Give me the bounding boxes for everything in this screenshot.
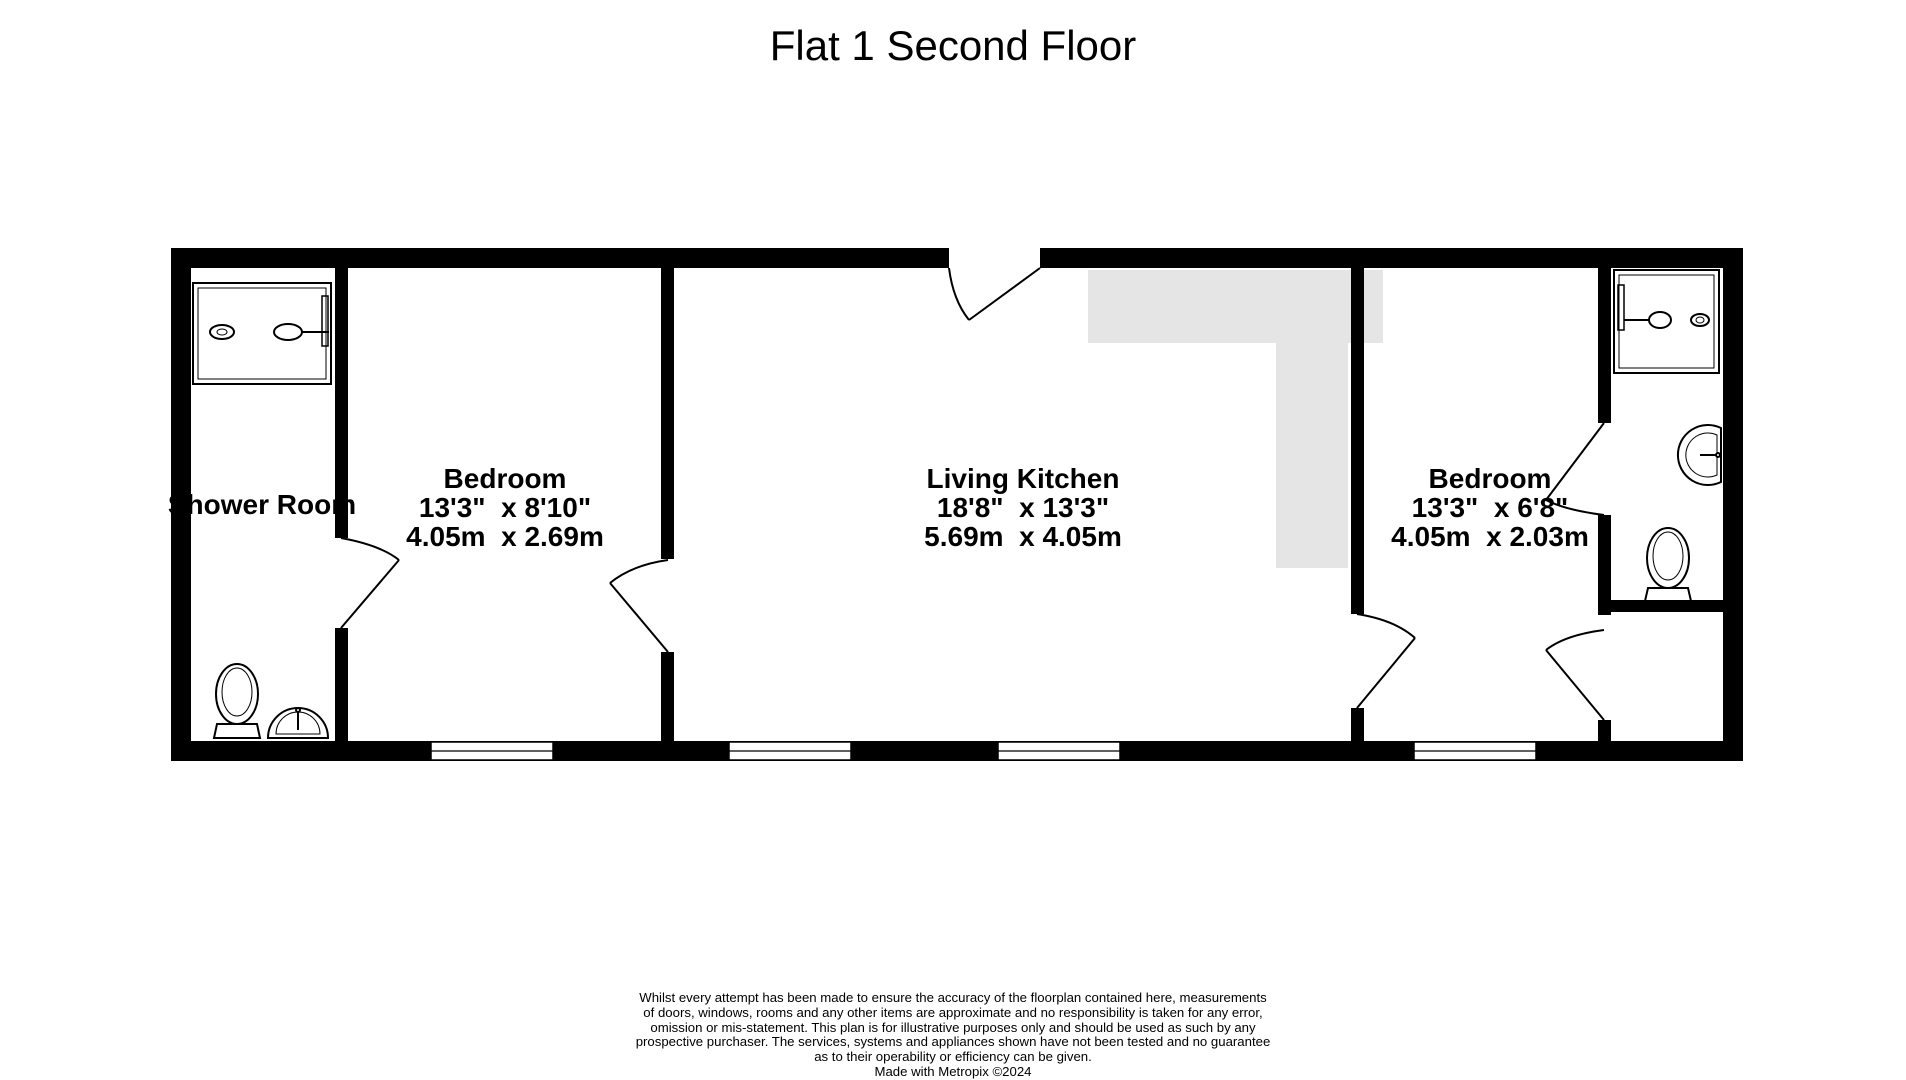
disclaimer-line: prospective purchaser. The services, sys… — [635, 1034, 1271, 1050]
toilet-right — [1643, 527, 1693, 602]
disclaimer-line: Whilst every attempt has been made to en… — [639, 990, 1267, 1005]
shaded-area — [1088, 270, 1383, 568]
interior-walls — [335, 266, 1726, 744]
toilet-left — [212, 663, 262, 739]
living-kitchen-name: Living Kitchen — [927, 463, 1120, 494]
bedroom-2-imperial: 13'3" x 6'8" — [1412, 492, 1569, 523]
disclaimer: Whilst every attempt has been made to en… — [553, 990, 1353, 1080]
basin-left — [266, 707, 330, 739]
shower-tray-right — [1613, 269, 1720, 374]
living-kitchen-imperial: 18'8" x 13'3" — [937, 492, 1109, 523]
bedroom-1-name: Bedroom — [444, 463, 567, 494]
doors — [340, 267, 1605, 721]
outer-walls — [171, 248, 1743, 761]
living-kitchen-metric: 5.69m x 4.05m — [924, 521, 1122, 552]
bedroom-2-metric: 4.05m x 2.03m — [1391, 521, 1589, 552]
shower-tray-left — [192, 282, 332, 385]
bedroom-2-name: Bedroom — [1429, 463, 1552, 494]
shower-room-name: Shower Room — [168, 489, 356, 520]
disclaimer-line: as to their operability or efficiency ca… — [814, 1049, 1092, 1065]
disclaimer-line: of doors, windows, rooms and any other i… — [643, 1004, 1263, 1020]
disclaimer-line: omission or mis-statement. This plan is … — [650, 1019, 1256, 1035]
plan-title: Flat 1 Second Floor — [769, 22, 1137, 69]
disclaimer-credit: Made with Metropix ©2024 — [874, 1063, 1032, 1079]
bedroom-1-metric: 4.05m x 2.69m — [406, 521, 604, 552]
basin-right — [1677, 424, 1722, 486]
bedroom-1-imperial: 13'3" x 8'10" — [419, 492, 591, 523]
